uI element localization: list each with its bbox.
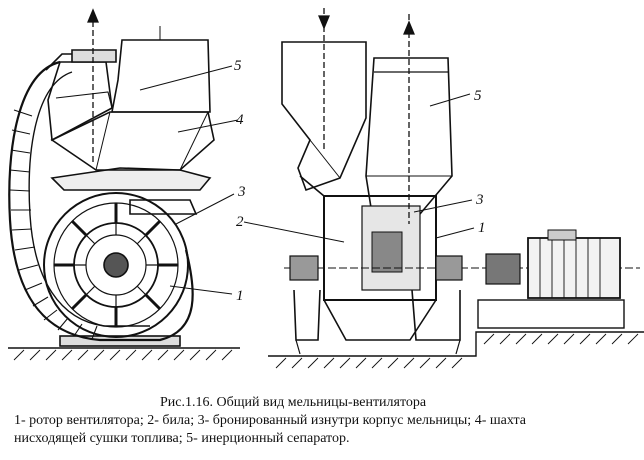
left-label-5: 5 (234, 58, 242, 74)
right-ground-hatch (268, 331, 644, 369)
left-label-1: 1 (236, 288, 244, 304)
caption-legend-line-1: 1- ротор вентилятора; 2- била; 3- бронир… (14, 413, 526, 428)
left-hopper (50, 111, 215, 171)
pedestal (293, 289, 461, 341)
fan-blades (68, 217, 164, 313)
motor-base (477, 299, 625, 329)
right-label-5: 5 (474, 88, 482, 104)
coupling (485, 253, 521, 285)
rotor-housing (43, 192, 189, 338)
left-separator-inlet (47, 61, 113, 142)
right-label-1: 1 (478, 220, 486, 236)
right-label-2: 2 (236, 214, 244, 230)
motor-fins (539, 238, 601, 298)
left-ground-hatch (8, 347, 240, 361)
volute-casing (8, 60, 194, 342)
right-drying-shaft (281, 41, 367, 192)
bearing-left (289, 255, 319, 281)
volute-hatch (9, 109, 98, 340)
left-callouts (139, 65, 239, 295)
right-view (268, 8, 644, 369)
right-label-3: 3 (475, 192, 484, 208)
left-flow-arrow (87, 8, 99, 162)
bearing-right (435, 255, 463, 281)
left-drying-shaft (50, 167, 212, 191)
mill-casing (323, 195, 437, 301)
mill-fan-drawing: 5 4 3 1 (8, 8, 644, 369)
right-callouts (243, 93, 475, 243)
left-outlet-duct (71, 49, 117, 63)
right-flow-arrows (318, 8, 415, 224)
rotor-hub (103, 252, 129, 278)
caption-legend-line-2: нисходящей сушки топлива; 5- инерционный… (14, 431, 350, 446)
motor-body (527, 237, 621, 299)
left-label-4: 4 (236, 112, 244, 128)
left-view (8, 8, 240, 361)
beater-block (371, 231, 403, 273)
left-separator-duct (111, 39, 211, 113)
caption-title: Рис.1.16. Общий вид мельницы-вентилятора (160, 395, 427, 410)
figure-caption: Рис.1.16. Общий вид мельницы-вентилятора… (0, 394, 644, 460)
left-label-3: 3 (237, 184, 246, 200)
